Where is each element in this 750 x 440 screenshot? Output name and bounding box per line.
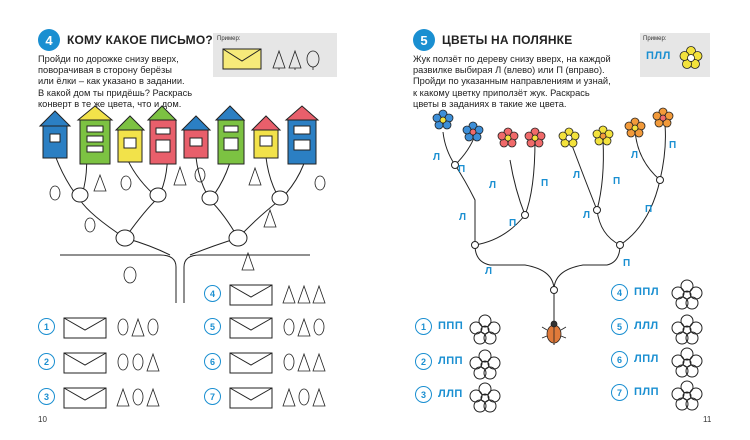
tree-sequence-icons [116, 284, 326, 407]
branch-label: Л [489, 180, 497, 191]
answer-number-3: 3 [38, 388, 55, 405]
house-green-1 [76, 105, 114, 165]
house-yellow-2 [250, 115, 282, 159]
example-flower-icon [679, 46, 703, 69]
junction-node [115, 229, 135, 247]
instruction-line: Жук ползёт по дереву снизу вверх, на каж… [413, 54, 611, 64]
example-label: Пример: [217, 36, 241, 42]
junction-node [228, 229, 248, 247]
example-illustration [222, 48, 320, 70]
answer-number-4: 4 [611, 284, 628, 301]
junction-node [271, 190, 289, 206]
branch-label: Л [485, 266, 493, 277]
answer-rows-graphics [63, 284, 326, 409]
instruction-line: Пройди по указанным направлениям и узнай… [413, 76, 611, 87]
answer-code-6: ЛПЛ [634, 353, 659, 365]
branch-label: Л [631, 150, 639, 161]
example-code: ПЛЛ [646, 50, 671, 62]
page-number: 10 [38, 415, 47, 424]
branch-label: П [541, 178, 549, 189]
flower-path-tree [432, 107, 703, 413]
instruction-line: к какому цветку приползёт жук. Раскрась [413, 87, 590, 98]
answer-code-2: ЛПП [438, 355, 464, 367]
page-number: 11 [703, 415, 712, 424]
answer-code-3: ЛЛП [438, 388, 463, 400]
task-number-badge: 4 [38, 29, 60, 51]
house-blue-1 [38, 110, 72, 159]
envelope-icons [63, 284, 273, 409]
house-green-2 [214, 105, 246, 165]
top-flower-icons [432, 107, 674, 148]
instruction-line: конверт в те же цвета, что и дом. [38, 98, 182, 109]
branch-label: П [509, 218, 517, 229]
answer-number-3: 3 [415, 386, 432, 403]
example-label: Пример: [643, 36, 667, 42]
branch-label: П [623, 258, 631, 269]
junction-node [149, 187, 167, 203]
branch-label: П [669, 140, 677, 151]
answer-number-5: 5 [204, 318, 221, 335]
task-title: КОМУ КАКОЕ ПИСЬМО? [67, 33, 213, 47]
answer-number-7: 7 [204, 388, 221, 405]
answer-number-1: 1 [38, 318, 55, 335]
answer-number-5: 5 [611, 318, 628, 335]
branch-label: П [458, 164, 466, 175]
task-title: ЦВЕТЫ НА ПОЛЯНКЕ [442, 33, 573, 47]
answer-code-7: ПЛП [634, 386, 660, 398]
house-red-2 [180, 115, 212, 159]
example-tree-icons [272, 49, 320, 70]
answer-number-2: 2 [38, 353, 55, 370]
junction-nodes [451, 161, 664, 294]
house-yellow-1 [114, 115, 146, 163]
branch-label: Л [573, 170, 581, 181]
instruction-line: цветы в заданиях в такие же цвета. [413, 98, 567, 109]
instruction-line: поворачивая в сторону берёзы [38, 65, 172, 76]
right-page: 5 ЦВЕТЫ НА ПОЛЯНКЕ Жук ползёт по дереву … [375, 0, 750, 440]
branch-label: Л [583, 210, 591, 221]
answer-number-2: 2 [415, 353, 432, 370]
answer-number-6: 6 [204, 353, 221, 370]
answer-code-4: ППЛ [634, 286, 660, 298]
branch-label: П [645, 204, 653, 215]
branch-label: Л [459, 212, 467, 223]
answer-code-5: ЛЛЛ [634, 320, 659, 332]
junction-node [71, 187, 89, 203]
answer-number-6: 6 [611, 351, 628, 368]
instruction-line: развилке выбирая Л (влево) или П (вправо… [413, 65, 605, 76]
branch-label: Л [433, 152, 441, 163]
answer-code-1: ППП [438, 320, 464, 332]
answer-number-1: 1 [415, 318, 432, 335]
tree-icons [49, 165, 326, 284]
answer-number-7: 7 [611, 384, 628, 401]
example-envelope-icon [222, 48, 262, 70]
house-red-1 [146, 105, 178, 165]
junction-node [201, 190, 219, 206]
instruction-line: Пройди по дорожке снизу вверх, [38, 54, 179, 64]
task-number-badge: 5 [413, 29, 435, 51]
beetle-icon [541, 320, 567, 344]
answer-flower-outlines [469, 279, 703, 413]
instruction-line: или ёлки – как указано в задании. [38, 76, 185, 87]
answer-number-4: 4 [204, 285, 221, 302]
house-blue-2 [284, 105, 320, 165]
task-instructions: Пройди по дорожке снизу вверх, поворачив… [38, 54, 208, 110]
houses-row [38, 105, 320, 165]
instruction-line: В какой дом ты придёшь? Раскрась [38, 87, 193, 98]
left-page: 4 КОМУ КАКОЕ ПИСЬМО? Пройди по дорожке с… [38, 29, 337, 424]
task-instructions: Жук ползёт по дереву снизу вверх, на каж… [413, 54, 643, 110]
branch-label: П [613, 176, 621, 187]
